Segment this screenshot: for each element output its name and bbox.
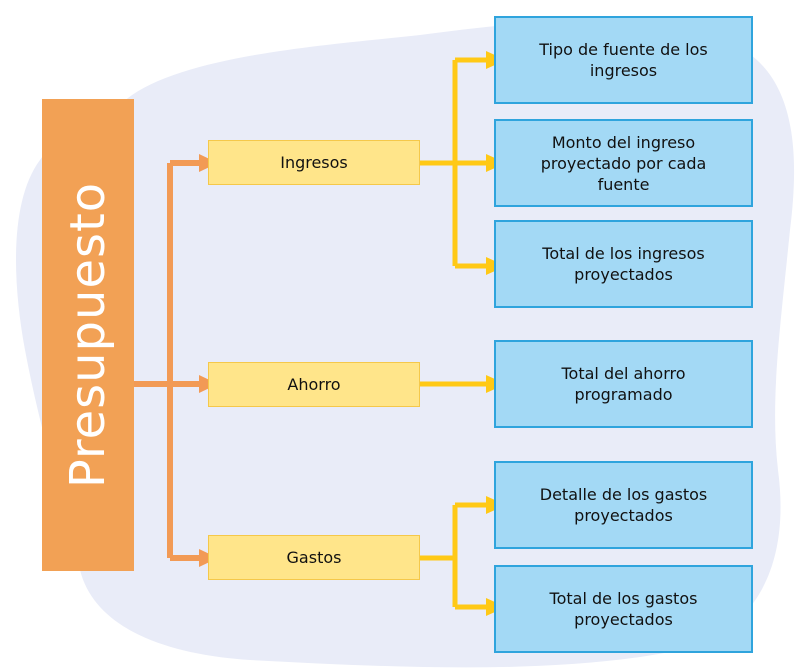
category-connector	[420, 57, 486, 610]
root-label: Presupuesto	[60, 181, 117, 489]
leaf-node-total-ahorro: Total del ahorro programado	[494, 340, 753, 428]
leaf-node-total-ingresos: Total de los ingresos proyectados	[494, 220, 753, 308]
category-node-ingresos: Ingresos	[208, 140, 420, 185]
leaf-node-total-gastos: Total de los gastos proyectados	[494, 565, 753, 653]
root-connector	[134, 160, 200, 561]
leaf-node-tipo-fuente-ingresos: Tipo de fuente de los ingresos	[494, 16, 753, 104]
leaf-node-detalle-gastos: Detalle de los gastos proyectados	[494, 461, 753, 549]
root-node-presupuesto: Presupuesto	[42, 99, 134, 571]
leaf-node-monto-ingreso: Monto del ingreso proyectado por cada fu…	[494, 119, 753, 207]
category-node-ahorro: Ahorro	[208, 362, 420, 407]
category-node-gastos: Gastos	[208, 535, 420, 580]
